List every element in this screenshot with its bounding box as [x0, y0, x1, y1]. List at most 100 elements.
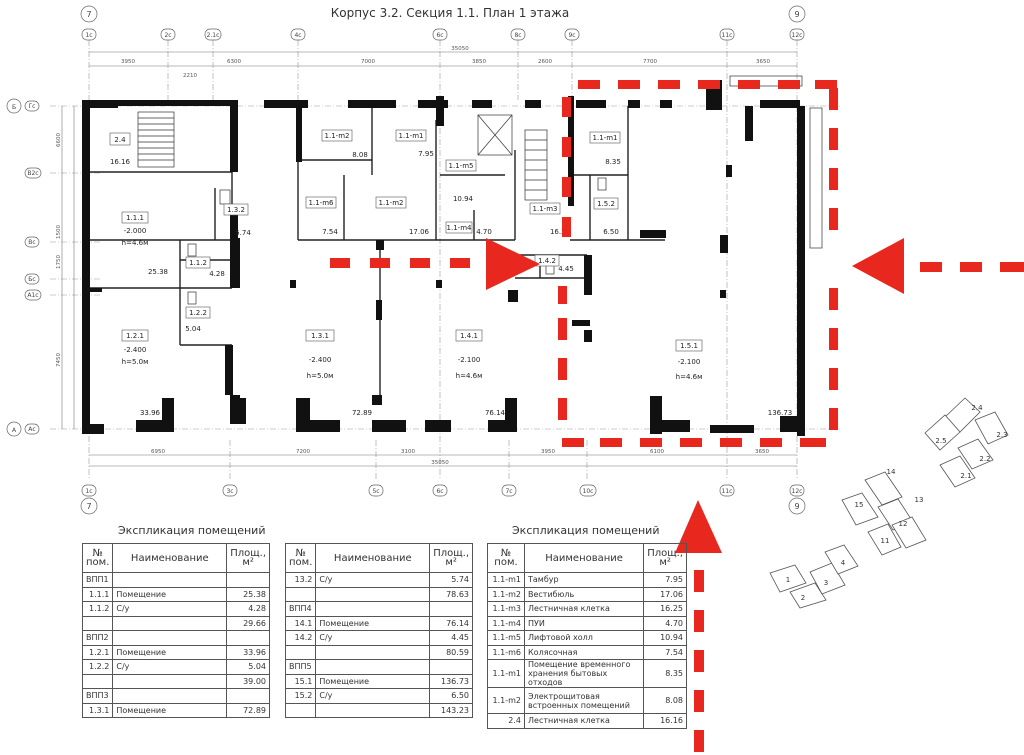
cell-name — [112, 630, 228, 646]
cell-code: 1.1.1 — [81, 586, 114, 602]
cell-area: 6.50 — [429, 688, 473, 704]
cell-code: 15.1 — [284, 673, 317, 689]
axis-labels-top: 7 9 1с 2с 2.1с 4с 6с 8с 9с 11с 12с — [85, 10, 802, 39]
room-1-1-m4-area: 4.70 — [476, 228, 492, 236]
cell-name — [315, 586, 431, 602]
cell-area: 5.04 — [226, 659, 270, 675]
cell-code: 1.1-m2 — [487, 687, 525, 714]
cell-area: 7.54 — [643, 644, 687, 660]
cell-code: ВПП5 — [284, 659, 317, 675]
cell-name: С/у — [112, 601, 228, 617]
plan-title: Корпус 3.2. Секция 1.1. План 1 этажа — [330, 6, 570, 20]
cell-name — [315, 601, 431, 617]
cell-area — [226, 572, 270, 588]
cell-name — [315, 644, 431, 660]
col-name: Наименование — [315, 543, 431, 573]
col-num: № пом. — [284, 543, 317, 573]
keyplan-label: 2.1 — [960, 472, 971, 480]
inner-walls — [82, 100, 665, 405]
room-1-4-1-label: 1.4.1 — [460, 332, 478, 340]
dim-label: 6600 — [56, 133, 62, 147]
axis-left-label: А1с — [27, 292, 38, 299]
axis-bottom-label: 10с — [583, 488, 594, 495]
room-1-2-1-level: -2.400 — [124, 346, 147, 354]
cell-code — [81, 673, 114, 689]
cell-code: 2.4 — [487, 713, 525, 729]
room-1-3-1-label: 1.3.1 — [311, 332, 329, 340]
keyplan-label: 2.3 — [996, 431, 1007, 439]
cell-name: Лестничная клетка — [523, 601, 645, 617]
axis-bubbles-top — [80, 5, 806, 41]
room-1-1-2-label: 1.1.2 — [189, 259, 207, 267]
room-1-1-m1-label: 1.1-m1 — [399, 132, 424, 140]
explication-table-1: № пом. Наименование Площ., м² ВПП1 1.1.1… — [81, 543, 270, 718]
cell-code — [284, 702, 317, 718]
room-1-1-m5-label: 1.1-m5 — [449, 162, 474, 170]
room-1-1-m2-label: 1.1-m2 — [325, 132, 350, 140]
cell-area: 5.74 — [429, 572, 473, 588]
axis-top-label: 1с — [85, 32, 92, 39]
cell-area: 76.14 — [429, 615, 473, 631]
room-1-5-1-height: h=4.6м — [676, 373, 703, 381]
table-row: 29.66 — [81, 615, 270, 631]
dim-label: 7000 — [361, 59, 375, 65]
room-1-3-2-area: 5.74 — [235, 229, 251, 237]
table-row: ВПП5 — [284, 659, 473, 675]
cell-code: ВПП1 — [81, 572, 114, 588]
col-area: Площ., м² — [643, 543, 687, 573]
axis-bottom-label: 12с — [792, 488, 803, 495]
cell-area: 33.96 — [226, 644, 270, 660]
room-1-1-m3-area: 16.25 — [550, 228, 570, 236]
room-1-2-1-area: 33.96 — [140, 409, 161, 417]
room-1-1-2-area: 4.28 — [209, 270, 225, 278]
axis-top-label: 4с — [294, 32, 301, 39]
cell-name: Колясочная — [523, 644, 645, 660]
room-1-1-m5-area: 10.94 — [453, 195, 474, 203]
axis-top-label: 8с — [514, 32, 521, 39]
cell-code: ВПП3 — [81, 688, 114, 704]
dim-label: 6100 — [650, 449, 664, 455]
keyplan-label: 2.2 — [979, 455, 990, 463]
axis-circle-br: 9 — [794, 502, 799, 511]
table-row: ВПП2 — [81, 630, 270, 646]
room-1-3-2-label: 1.3.2 — [227, 206, 245, 214]
dim-label: 3950 — [121, 59, 135, 65]
cell-area: 80.59 — [429, 644, 473, 660]
axis-top-label: 11с — [722, 32, 733, 39]
cell-code: 1.1-m5 — [487, 630, 525, 646]
dim-total: 35050 — [431, 460, 449, 466]
highlight-outline — [558, 80, 838, 447]
cell-name: Лифтовой холл — [523, 630, 645, 646]
room-1-3-1-level: -2.400 — [309, 356, 332, 364]
cell-code: 1.1-m1 — [487, 659, 525, 688]
axis-left-label: Б — [12, 104, 16, 111]
dim-label: 3100 — [401, 449, 415, 455]
keyplan-label: 3 — [824, 579, 828, 587]
axis-bottom-label: 7с — [505, 488, 512, 495]
room-1-3-1-height: h=5.0м — [307, 372, 334, 380]
axis-left-label: А — [12, 427, 17, 434]
axis-circle-bl: 7 — [86, 502, 91, 511]
room-1-1-m2b-label: 1.1-m2 — [379, 199, 404, 207]
cell-name: Помещение — [112, 586, 228, 602]
cell-code: 14.1 — [284, 615, 317, 631]
entrance-arrows — [330, 238, 1024, 752]
col-name: Наименование — [112, 543, 228, 573]
cell-code: 1.2.2 — [81, 659, 114, 675]
cell-area: 16.16 — [643, 713, 687, 729]
dims-bottom: 6950 7200 3100 3950 6100 3650 35050 — [151, 449, 769, 466]
dim-label: 7450 — [56, 353, 62, 367]
cell-code — [81, 615, 114, 631]
cell-name — [112, 615, 228, 631]
axis-labels-left: Б Гс В2с Вс Бс А1с А Ас — [12, 103, 39, 434]
room-1-2-2-area: 5.04 — [185, 325, 201, 333]
